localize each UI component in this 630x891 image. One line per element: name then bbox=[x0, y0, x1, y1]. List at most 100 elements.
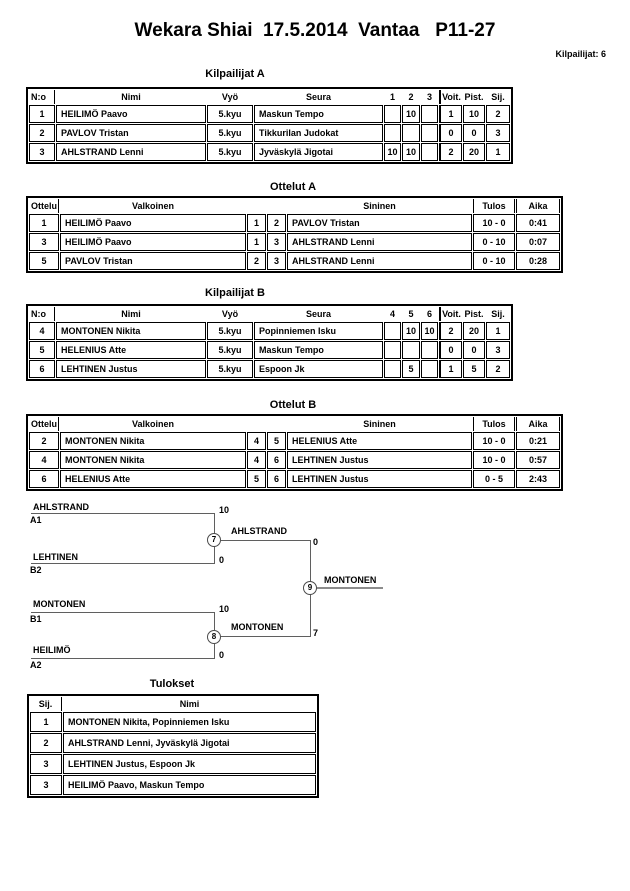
cell-white-name: HEILIMÖ Paavo bbox=[60, 214, 246, 232]
cell-match-no: 4 bbox=[29, 451, 59, 469]
bracket-entry-score: 10 bbox=[219, 604, 230, 614]
cell-g3: 10 bbox=[421, 322, 438, 340]
cell-belt: 5.kyu bbox=[207, 143, 253, 161]
cell-belt: 5.kyu bbox=[207, 322, 253, 340]
cell-name: HELENIUS Atte bbox=[56, 341, 206, 359]
bracket-winner-line bbox=[317, 587, 383, 589]
pool-b-heading: Kilpailijat B bbox=[205, 287, 265, 299]
cell-club: Maskun Tempo bbox=[254, 105, 383, 123]
cell-g1: 10 bbox=[384, 143, 401, 161]
col-header-no: N:o bbox=[29, 90, 55, 104]
cell-blue-name: AHLSTRAND Lenni bbox=[287, 252, 472, 270]
cell-blue-no: 6 bbox=[267, 451, 286, 469]
cell-name: MONTONEN Nikita, Popinniemen Isku bbox=[63, 712, 316, 732]
col-header-spacer bbox=[247, 199, 266, 213]
cell-blue-no: 3 bbox=[267, 252, 286, 270]
col-header-name: Nimi bbox=[121, 92, 141, 102]
col-header-no: N:o bbox=[29, 307, 55, 321]
cell-result: 10 - 0 bbox=[473, 214, 515, 232]
cell-g1 bbox=[384, 322, 401, 340]
match-number-circle: 9 bbox=[303, 581, 317, 595]
col-header-spacer bbox=[267, 199, 286, 213]
cell-place: 2 bbox=[486, 360, 510, 378]
col-header-name: Nimi bbox=[121, 309, 141, 319]
cell-g2: 5 bbox=[402, 360, 420, 378]
cell-g2: 10 bbox=[402, 143, 420, 161]
cell-g2 bbox=[402, 124, 420, 142]
col-header-time: Aika bbox=[516, 417, 560, 431]
cell-time: 0:21 bbox=[516, 432, 560, 450]
cell-blue-name: LEHTINEN Justus bbox=[287, 451, 472, 469]
cell-result: 0 - 10 bbox=[473, 233, 515, 251]
cell-g3 bbox=[421, 360, 438, 378]
cell-no: 4 bbox=[29, 322, 55, 340]
cell-blue-name: HELENIUS Atte bbox=[287, 432, 472, 450]
table-row: 3 LEHTINEN Justus, Espoon Jk bbox=[30, 754, 316, 774]
cell-match-no: 5 bbox=[29, 252, 59, 270]
cell-place: 1 bbox=[30, 712, 62, 732]
header-row: Sij. Nimi bbox=[30, 697, 316, 711]
table-row: 6 LEHTINEN Justus 5.kyu Espoon Jk 5 1 5 … bbox=[29, 360, 510, 378]
col-header-name: Nimi bbox=[179, 699, 200, 709]
cell-name: LEHTINEN Justus bbox=[56, 360, 206, 378]
header-row: N:o Nimi Vyö Seura 4 5 6 Voit. Pist. Sij… bbox=[29, 307, 510, 321]
pool-a-heading: Kilpailijat A bbox=[205, 68, 265, 80]
cell-place: 3 bbox=[30, 754, 62, 774]
cell-g3 bbox=[421, 341, 438, 359]
bracket-entry-score: 0 bbox=[219, 650, 225, 660]
semifinal-score: 0 bbox=[313, 537, 319, 547]
col-header-g1: 4 bbox=[389, 309, 395, 319]
col-header-g3: 6 bbox=[426, 309, 432, 319]
cell-wins: 0 bbox=[439, 341, 462, 359]
col-header-points: Pist. bbox=[464, 309, 484, 319]
match-number-circle: 7 bbox=[207, 533, 221, 547]
table-row: 2 PAVLOV Tristan 5.kyu Tikkurilan Judoka… bbox=[29, 124, 510, 142]
cell-white-name: MONTONEN Nikita bbox=[60, 432, 246, 450]
matches-a-heading: Ottelut A bbox=[269, 181, 317, 193]
col-header-time: Aika bbox=[516, 199, 560, 213]
cell-time: 0:07 bbox=[516, 233, 560, 251]
semifinal-winner: AHLSTRAND bbox=[231, 526, 287, 536]
cell-name: AHLSTRAND Lenni bbox=[56, 143, 206, 161]
table-row: 4 MONTONEN Nikita 4 6 LEHTINEN Justus 10… bbox=[29, 451, 560, 469]
cell-belt: 5.kyu bbox=[207, 105, 253, 123]
cell-name: MONTONEN Nikita bbox=[56, 322, 206, 340]
bracket-line bbox=[31, 563, 215, 564]
cell-white-no: 2 bbox=[247, 252, 266, 270]
cell-points: 20 bbox=[463, 143, 485, 161]
cell-club: Popinniemen Isku bbox=[254, 322, 383, 340]
bracket-entry-seed: A2 bbox=[30, 660, 42, 670]
table-row: 2 MONTONEN Nikita 4 5 HELENIUS Atte 10 -… bbox=[29, 432, 560, 450]
pool-a-table: N:o Nimi Vyö Seura 1 2 3 Voit. Pist. Sij… bbox=[26, 87, 513, 164]
cell-place: 2 bbox=[486, 105, 510, 123]
col-header-g3: 3 bbox=[426, 92, 432, 102]
cell-name: LEHTINEN Justus, Espoon Jk bbox=[63, 754, 316, 774]
cell-no: 1 bbox=[29, 105, 55, 123]
cell-g1 bbox=[384, 360, 401, 378]
semifinal-winner: MONTONEN bbox=[231, 622, 284, 632]
col-header-white: Valkoinen bbox=[131, 419, 175, 429]
cell-g3 bbox=[421, 124, 438, 142]
pool-a-grid: N:o Nimi Vyö Seura 1 2 3 Voit. Pist. Sij… bbox=[28, 89, 511, 162]
col-header-result: Tulos bbox=[473, 199, 515, 213]
bracket-line bbox=[31, 513, 215, 514]
cell-belt: 5.kyu bbox=[207, 360, 253, 378]
cell-time: 0:57 bbox=[516, 451, 560, 469]
cell-g2 bbox=[402, 341, 420, 359]
cell-blue-no: 3 bbox=[267, 233, 286, 251]
cell-time: 0:41 bbox=[516, 214, 560, 232]
col-header-belt: Vyö bbox=[221, 309, 239, 319]
cell-points: 5 bbox=[463, 360, 485, 378]
cell-g2: 10 bbox=[402, 105, 420, 123]
table-row: 3 HEILIMÖ Paavo, Maskun Tempo bbox=[30, 775, 316, 795]
bracket-entry-score: 0 bbox=[219, 555, 225, 565]
cell-result: 0 - 5 bbox=[473, 470, 515, 488]
cell-no: 6 bbox=[29, 360, 55, 378]
table-row: 1 HEILIMÖ Paavo 1 2 PAVLOV Tristan 10 - … bbox=[29, 214, 560, 232]
semifinal-score: 7 bbox=[313, 628, 319, 638]
cell-name: AHLSTRAND Lenni, Jyväskylä Jigotai bbox=[63, 733, 316, 753]
col-header-blue: Sininen bbox=[363, 419, 396, 429]
competitors-count: Kilpailijat: 6 bbox=[555, 49, 606, 59]
bracket-entry-seed: A1 bbox=[30, 515, 42, 525]
cell-place: 3 bbox=[486, 341, 510, 359]
